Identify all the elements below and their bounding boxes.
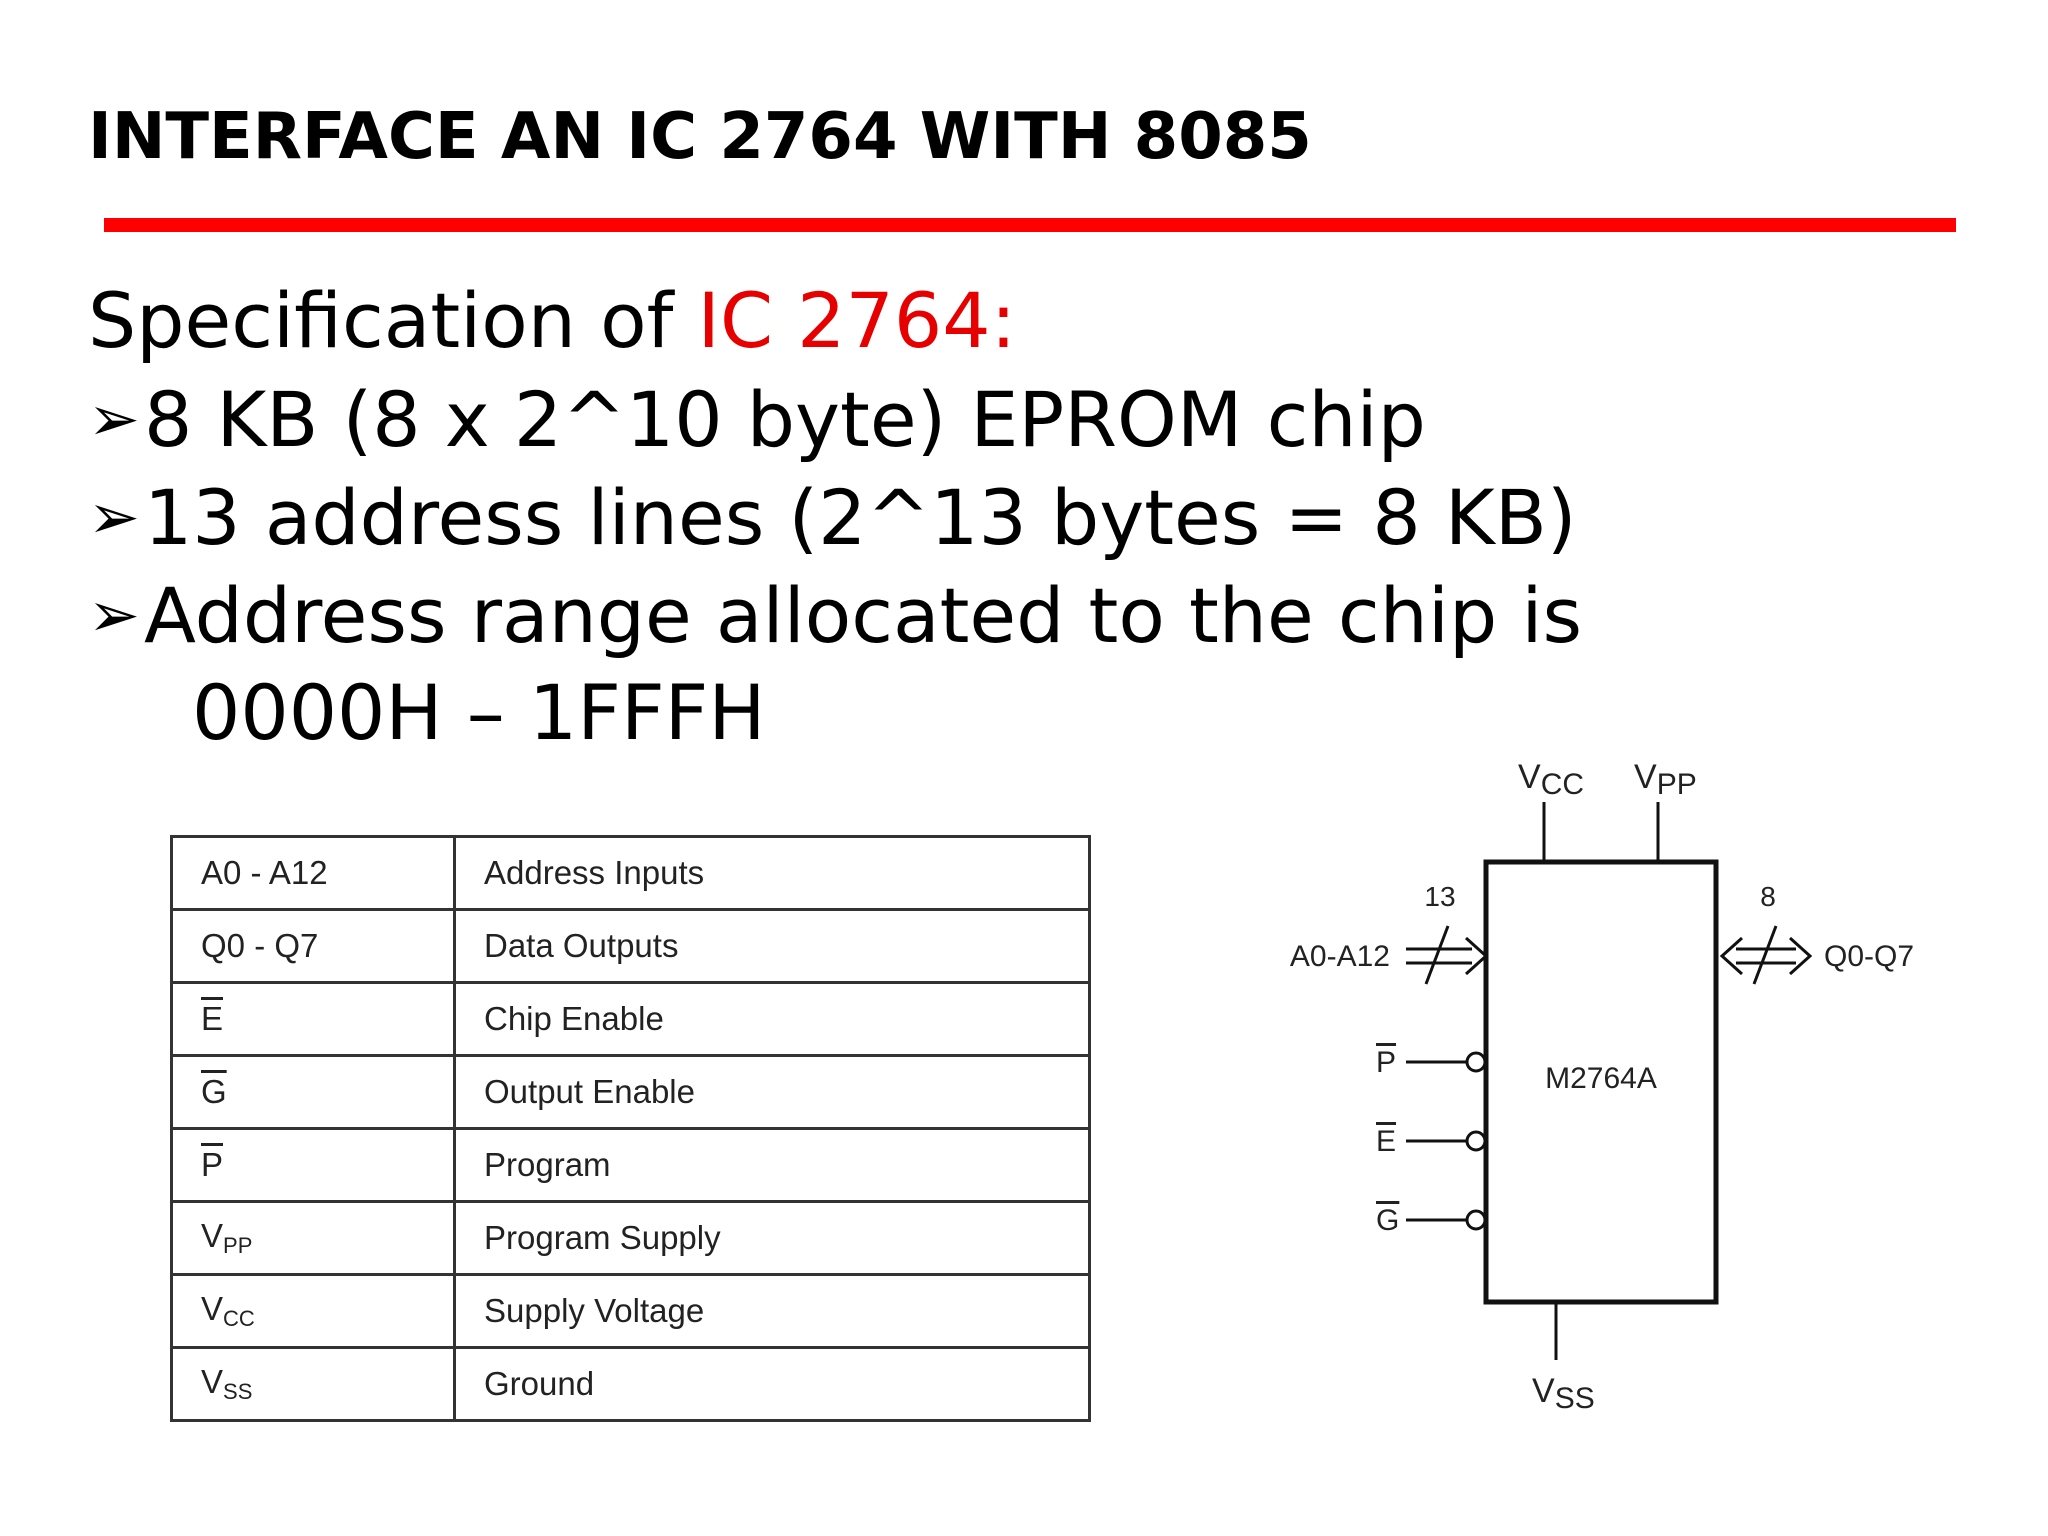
table-row: G Output Enable	[170, 1054, 1091, 1130]
spec-item-text: 13 address lines (2^13 bytes = 8 KB)	[143, 473, 1577, 562]
spec-item: ➢8 KB (8 x 2^10 byte) EPROM chip	[88, 370, 1582, 468]
arrow-bullet-icon: ➢	[88, 578, 140, 651]
pin-name: E	[201, 1000, 224, 1037]
pin-description: Supply Voltage	[453, 1273, 1091, 1349]
arrow-bullet-icon: ➢	[88, 480, 140, 553]
spec-heading-prefix: Specification of	[88, 276, 698, 365]
spec-item: ➢13 address lines (2^13 bytes = 8 KB)	[88, 468, 1582, 566]
data-bus-label: Q0-Q7	[1824, 940, 1914, 973]
spec-address-range: 0000H – 1FFFH	[192, 668, 766, 757]
data-bus-width: 8	[1760, 881, 1776, 912]
pin-name-cell: Q0 - Q7	[170, 908, 456, 984]
pin-name: V	[201, 1290, 224, 1327]
vcc-label: VCC	[1518, 758, 1584, 801]
pin-name-cell: P	[170, 1127, 456, 1203]
control-pin-label: P	[1376, 1046, 1396, 1079]
inversion-bubble-icon	[1465, 1209, 1487, 1231]
address-bus-label: A0-A12	[1290, 940, 1390, 973]
pin-name: V	[201, 1363, 224, 1400]
pin-name: G	[201, 1073, 227, 1110]
pin-description: Output Enable	[453, 1054, 1091, 1130]
pin-name-cell: G	[170, 1054, 456, 1130]
spec-heading: Specification of IC 2764:	[88, 272, 1582, 370]
pin-name: P	[201, 1146, 224, 1183]
pin-subscript: CC	[223, 1306, 255, 1331]
title-underline	[104, 218, 1956, 232]
pin-description: Program	[453, 1127, 1091, 1203]
pin-description-table: A0 - A12 Address Inputs Q0 - Q7 Data Output…	[170, 835, 1091, 1422]
control-pin-label: G	[1376, 1204, 1399, 1237]
inversion-bubble-icon	[1465, 1130, 1487, 1152]
table-row: A0 - A12 Address Inputs	[170, 835, 1091, 911]
pin-name-cell: A0 - A12	[170, 835, 456, 911]
pin-name-cell: VCC	[170, 1273, 456, 1349]
spec-item-text: Address range allocated to the chip is	[143, 571, 1583, 660]
chip-label: M2764A	[1545, 1062, 1657, 1095]
control-pin-g: G	[1376, 1204, 1487, 1237]
pin-name: V	[201, 1217, 224, 1254]
chip-body	[1483, 859, 1719, 1305]
address-bus-arrow-icon	[1406, 925, 1489, 985]
pin-description: Ground	[453, 1346, 1091, 1422]
pin-subscript: SS	[223, 1379, 253, 1404]
inversion-bubble-icon	[1465, 1051, 1487, 1073]
vss-label: VSS	[1532, 1372, 1595, 1415]
spec-item: ➢Address range allocated to the chip is	[88, 566, 1582, 664]
slide-title: INTERFACE AN IC 2764 WITH 8085	[88, 100, 1312, 174]
control-pin-p: P	[1376, 1046, 1487, 1079]
pin-description: Address Inputs	[453, 835, 1091, 911]
pin-description: Program Supply	[453, 1200, 1091, 1276]
control-pin-label: E	[1376, 1125, 1396, 1158]
vpp-label: VPP	[1634, 758, 1697, 801]
spec-item-text: 8 KB (8 x 2^10 byte) EPROM chip	[143, 375, 1426, 464]
pin-subscript: PP	[223, 1233, 253, 1258]
spec-heading-highlight: IC 2764:	[697, 276, 1017, 365]
pin-name-cell: VPP	[170, 1200, 456, 1276]
table-row: E Chip Enable	[170, 981, 1091, 1057]
table-row: P Program	[170, 1127, 1091, 1203]
pin-name-cell: E	[170, 981, 456, 1057]
m2764a-block-diagram: M2764A VCC VPP VSS 13 A0-A12 8 Q0-Q7 P E…	[1290, 758, 1914, 1415]
pin-name-cell: VSS	[170, 1346, 456, 1422]
data-bus-arrow-icon	[1719, 925, 1813, 985]
control-pin-e: E	[1376, 1125, 1487, 1158]
table-row: Q0 - Q7 Data Outputs	[170, 908, 1091, 984]
pin-name: A0 - A12	[201, 854, 328, 891]
address-bus-width: 13	[1424, 881, 1455, 912]
pin-name: Q0 - Q7	[201, 927, 319, 964]
specification-text: Specification of IC 2764: ➢8 KB (8 x 2^1…	[88, 272, 1582, 762]
pin-description: Chip Enable	[453, 981, 1091, 1057]
pin-description: Data Outputs	[453, 908, 1091, 984]
arrow-bullet-icon: ➢	[88, 382, 140, 455]
